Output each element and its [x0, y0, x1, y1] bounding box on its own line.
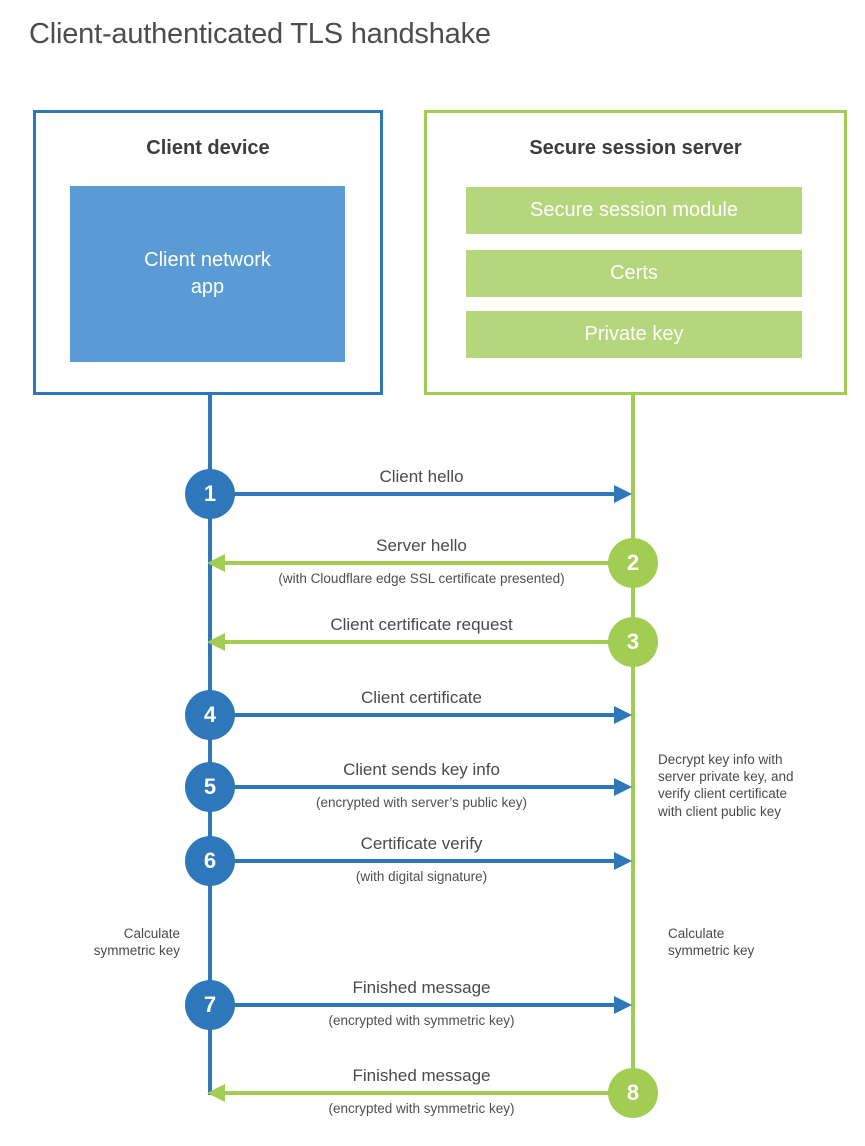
- step-3-number: 3: [626, 629, 640, 654]
- step-6-badge: 6: [185, 836, 235, 886]
- step-7-sublabel: (encrypted with symmetric key): [328, 1013, 515, 1028]
- step-2-badge: 2: [608, 538, 658, 588]
- step-8-arrowhead-icon: [207, 1084, 225, 1102]
- step-1-label: Client hello: [379, 467, 464, 486]
- step-2-number: 2: [626, 550, 640, 575]
- step-6-arrow-shaft: [212, 859, 616, 863]
- step-8-label: Finished message: [352, 1066, 491, 1085]
- step-4-number: 4: [203, 702, 217, 727]
- step-7-badge: 7: [185, 980, 235, 1030]
- step-2-sublabel: (with Cloudflare edge SSL certificate pr…: [278, 571, 565, 586]
- step-4-label: Client certificate: [361, 688, 482, 707]
- calculate-symmetric-key-note-client: Calculate symmetric key: [93, 926, 180, 959]
- step-4-arrow-shaft: [212, 713, 616, 717]
- step-7-arrowhead-icon: [614, 996, 632, 1014]
- secure-session-server-heading: Secure session server: [529, 137, 742, 159]
- client-device-box: Client device Client network app: [33, 110, 383, 395]
- server-module-secure-session-module: Secure session module: [466, 187, 802, 234]
- step-7-number: 7: [203, 992, 217, 1017]
- step-5-arrow-shaft: [212, 785, 616, 789]
- decrypt-key-note: Decrypt key info with server private key…: [658, 752, 794, 819]
- secure-session-server-box: Secure session server Secure session mod…: [424, 110, 847, 395]
- step-8-sublabel: (encrypted with symmetric key): [328, 1101, 515, 1116]
- step-7-label: Finished message: [352, 978, 491, 997]
- step-1-arrow-shaft: [212, 492, 616, 496]
- step-4-arrowhead-icon: [614, 706, 632, 724]
- step-6-label: Certificate verify: [360, 834, 483, 853]
- step-1-number: 1: [203, 481, 217, 506]
- step-6-arrowhead-icon: [614, 852, 632, 870]
- step-3-label: Client certificate request: [330, 615, 513, 634]
- step-2-arrowhead-icon: [207, 554, 225, 572]
- step-6-sublabel: (with digital signature): [355, 869, 488, 884]
- step-7-arrow-shaft: [212, 1003, 616, 1007]
- step-1-arrowhead-icon: [614, 485, 632, 503]
- step-3-badge: 3: [608, 617, 658, 667]
- step-8-number: 8: [626, 1080, 640, 1105]
- step-1-badge: 1: [185, 469, 235, 519]
- server-module-private-key: Private key: [466, 311, 802, 358]
- client-device-heading: Client device: [146, 137, 270, 159]
- step-6-number: 6: [203, 848, 217, 873]
- step-8-badge: 8: [608, 1068, 658, 1118]
- client-network-app-box: Client network app: [70, 186, 345, 362]
- page-title: Client-authenticated TLS handshake: [29, 18, 491, 50]
- step-3-arrowhead-icon: [207, 633, 225, 651]
- step-5-arrowhead-icon: [614, 778, 632, 796]
- step-3-arrow-shaft: [225, 640, 629, 644]
- step-5-label: Client sends key info: [343, 760, 500, 779]
- client-lifeline: [208, 395, 212, 1095]
- server-module-certs: Certs: [466, 250, 802, 297]
- step-2-arrow-shaft: [225, 561, 629, 565]
- step-4-badge: 4: [185, 690, 235, 740]
- server-lifeline: [631, 395, 635, 1095]
- step-8-arrow-shaft: [225, 1091, 629, 1095]
- step-2-label: Server hello: [376, 536, 467, 555]
- calculate-symmetric-key-note-server: Calculate symmetric key: [668, 926, 755, 959]
- step-5-number: 5: [203, 774, 217, 799]
- step-5-sublabel: (encrypted with server’s public key): [315, 795, 528, 810]
- step-5-badge: 5: [185, 762, 235, 812]
